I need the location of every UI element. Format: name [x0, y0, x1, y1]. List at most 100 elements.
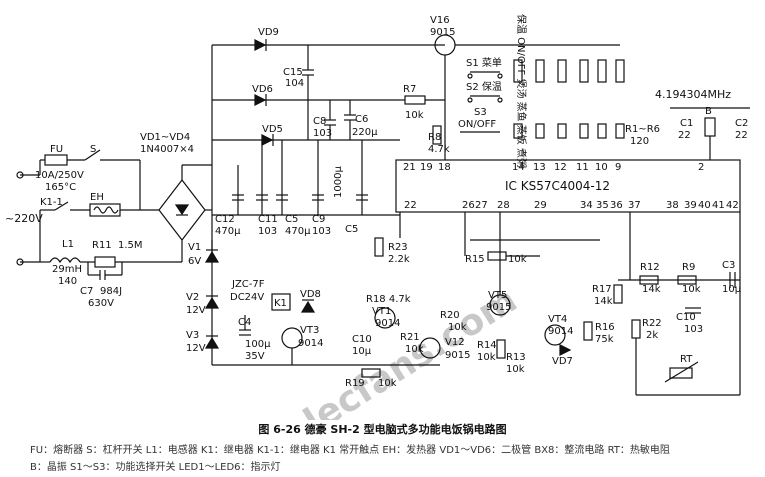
c8-label: C8	[313, 116, 326, 127]
led-6	[615, 59, 625, 83]
r8-value: 4.7k	[428, 144, 450, 155]
c9-label: C9	[312, 214, 325, 225]
legend-line-1: FU：熔断器 S：杠杆开关 L1：电感器 K1：继电器 K1-1：继电器 K1 …	[30, 445, 670, 456]
r9-label: R9	[682, 262, 695, 273]
vd8-label: VD8	[300, 289, 321, 300]
pin-18: 18	[438, 162, 451, 173]
r1r6-label: R1~R6	[625, 124, 660, 135]
vd6-label: VD6	[252, 84, 273, 95]
vt1-label: VT1	[372, 306, 391, 317]
r14-label: R14	[477, 340, 497, 351]
pin-26: 26	[462, 200, 475, 211]
c9-value: 103	[312, 226, 331, 237]
switch-s2-contact	[467, 97, 473, 103]
resistor-r23	[374, 237, 384, 257]
c15-label: C15	[283, 67, 303, 78]
s1-label: S1 菜单	[466, 57, 502, 69]
c1-label: C1	[680, 118, 693, 129]
led-5	[597, 59, 607, 83]
v2-value: 12V	[186, 305, 206, 316]
vt3-type: 9014	[298, 338, 323, 349]
resistor-r16	[583, 321, 593, 341]
switch-s	[84, 149, 101, 161]
mains-terminal	[16, 171, 24, 179]
pin-14: 14	[512, 162, 525, 173]
l1-value: 29mH	[52, 264, 82, 275]
pin-36: 36	[610, 200, 623, 211]
resistor-r6	[615, 123, 625, 139]
transistor-v12	[419, 337, 441, 359]
c4-value: 100μ	[245, 339, 271, 350]
v1-value: 6V	[188, 256, 201, 267]
vt4-type: 9014	[548, 326, 573, 337]
l1-value2: 140	[58, 276, 77, 287]
r7-value: 10k	[405, 110, 424, 121]
mains-label: ~220V	[5, 212, 43, 225]
k11-label: K1-1	[40, 197, 63, 208]
r12-label: R12	[640, 262, 660, 273]
c5-value: 470μ	[285, 226, 311, 237]
zener-v3	[204, 336, 220, 349]
zener-v2	[204, 296, 220, 309]
c12-label: C12	[215, 214, 235, 225]
resistor-r4	[579, 123, 589, 139]
v3-value: 12V	[186, 343, 206, 354]
pin-22: 22	[404, 200, 417, 211]
pin-42: 42	[726, 200, 739, 211]
l1-label: L1	[62, 239, 74, 250]
resistor-r22	[631, 319, 641, 339]
relay-k1	[271, 293, 291, 311]
switch-s1-contact	[467, 73, 473, 79]
pin-27: 27	[475, 200, 488, 211]
resistor-r3	[557, 123, 567, 139]
pin-40: 40	[698, 200, 711, 211]
ic-pins: 21 19 18 14 13 12 11 10 9 2 22 26 27 28 …	[403, 162, 739, 211]
thermistor-arrow	[664, 361, 699, 383]
pin-34: 34	[580, 200, 593, 211]
legend-line-2: B：晶振 S1～S3：功能选择开关 LED1～LED6：指示灯	[30, 462, 281, 473]
vd5-label: VD5	[262, 124, 283, 135]
c2-value: 22	[735, 130, 748, 141]
transistor-vt4	[544, 324, 566, 346]
c5-label: C5	[285, 214, 298, 225]
k11-contact	[54, 201, 69, 211]
jzc-volt: DC24V	[230, 292, 264, 303]
r22-value: 2k	[646, 330, 658, 341]
pin-9: 9	[615, 162, 621, 173]
c4-label: C4	[238, 317, 251, 328]
c7-label: C7	[80, 286, 93, 297]
r11-value: 1.5M	[118, 240, 143, 251]
resistor-r15	[487, 251, 507, 261]
diode-vd5	[261, 134, 274, 146]
pin-10: 10	[595, 162, 608, 173]
r1r6-value: 120	[630, 136, 649, 147]
r13-label: R13	[506, 352, 526, 363]
c7-volt: 630V	[88, 298, 114, 309]
r21-value: 10k	[405, 344, 424, 355]
jzc-label: JZC-7F	[231, 279, 265, 290]
c3-value: 10μ	[722, 284, 742, 295]
zener-v1	[204, 250, 220, 263]
pin-37: 37	[628, 200, 641, 211]
fu-label: FU	[50, 144, 63, 155]
pin-35: 35	[596, 200, 609, 211]
led-1	[513, 59, 523, 83]
c8-value: 103	[313, 128, 332, 139]
r8-label: R8	[428, 132, 441, 143]
r14-value: 10k	[477, 352, 496, 363]
resistor-r11	[94, 256, 116, 268]
crystal-freq: 4.194304MHz	[655, 88, 731, 101]
r15-label: R15	[465, 254, 485, 265]
resistor-r5	[597, 123, 607, 139]
ic-body	[395, 159, 741, 213]
r20-value: 10k	[448, 322, 467, 333]
v16-type: 9015	[430, 27, 455, 38]
pin-2: 2	[698, 162, 704, 173]
r16-label: R16	[595, 322, 615, 333]
circuit-schematic: elecfans.com ~220V FU 10A/250V 165°C S K…	[5, 14, 750, 420]
vd9-label: VD9	[258, 27, 279, 38]
c10a-value: 10μ	[352, 346, 372, 357]
r19-label: R19	[345, 378, 365, 389]
pin-38: 38	[666, 200, 679, 211]
resistor-r17	[613, 284, 623, 304]
